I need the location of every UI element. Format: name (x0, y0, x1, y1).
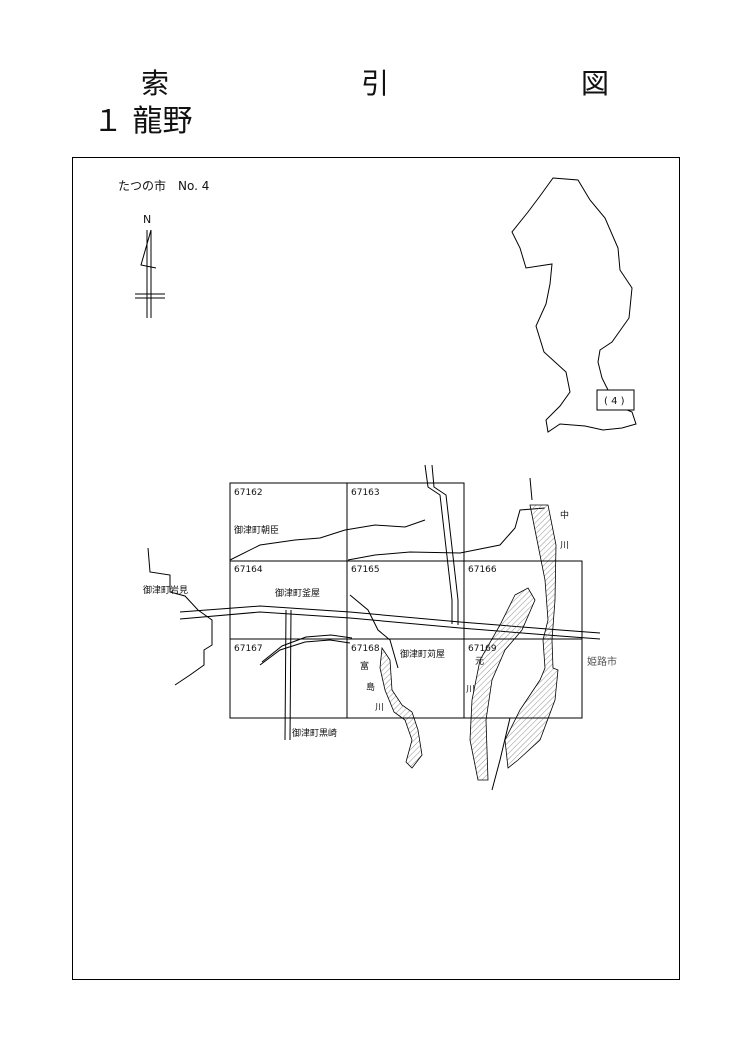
place-label-himeji: 姫路市 (587, 655, 617, 668)
sheet-label: 67169 (468, 644, 497, 654)
place-label-kariya: 御津町苅屋 (400, 648, 445, 660)
inset-city-outline: ( 4 ) (511, 177, 637, 433)
sheet-labels: 67162 67163 67164 67165 67166 67167 6716… (234, 488, 497, 654)
place-label-kurosaki: 御津町黒崎 (292, 727, 337, 739)
north-label: N (143, 213, 151, 226)
place-label-kamaya: 御津町釜屋 (275, 587, 320, 599)
north-arrow-icon: N (135, 213, 165, 318)
river-label-tomishima: 富 (360, 660, 369, 672)
inset-label: ( 4 ) (604, 396, 625, 407)
road-network (147, 464, 601, 791)
sheet-label: 67165 (351, 565, 380, 575)
sheet-label: 67168 (351, 644, 380, 654)
place-label-iwami: 御津町岩見 (143, 584, 188, 596)
place-labels: 御津町朝臣 御津町岩見 御津町釜屋 御津町苅屋 御津町黒崎 姫路市 (143, 524, 617, 739)
sheet-label: 67166 (468, 565, 497, 575)
river-labels: 中 川 富 島 川 元 川 (360, 509, 569, 713)
river-label-tomishima: 島 (366, 681, 375, 693)
sheet-label: 67162 (234, 488, 263, 498)
sheet-label: 67164 (234, 565, 263, 575)
inset-highlight-box (596, 389, 635, 411)
river-label-nakagawa: 中 (560, 509, 569, 521)
rivers (379, 504, 559, 781)
place-label-asaomi: 御津町朝臣 (234, 524, 279, 536)
page-subtitle: １ 龍野 (93, 104, 193, 139)
sheet-label: 67167 (234, 644, 263, 654)
river-label-motogawa: 川 (466, 685, 475, 695)
map-header: たつの市 No. 4 (118, 178, 209, 193)
river-label-tomishima: 川 (375, 703, 384, 713)
page-title: 索 引 図 (140, 67, 691, 100)
river-label-nakagawa: 川 (560, 541, 569, 551)
sheet-grid (229, 482, 583, 719)
map-frame (72, 157, 680, 980)
sheet-label: 67163 (351, 488, 380, 498)
river-label-motogawa: 元 (475, 657, 484, 667)
